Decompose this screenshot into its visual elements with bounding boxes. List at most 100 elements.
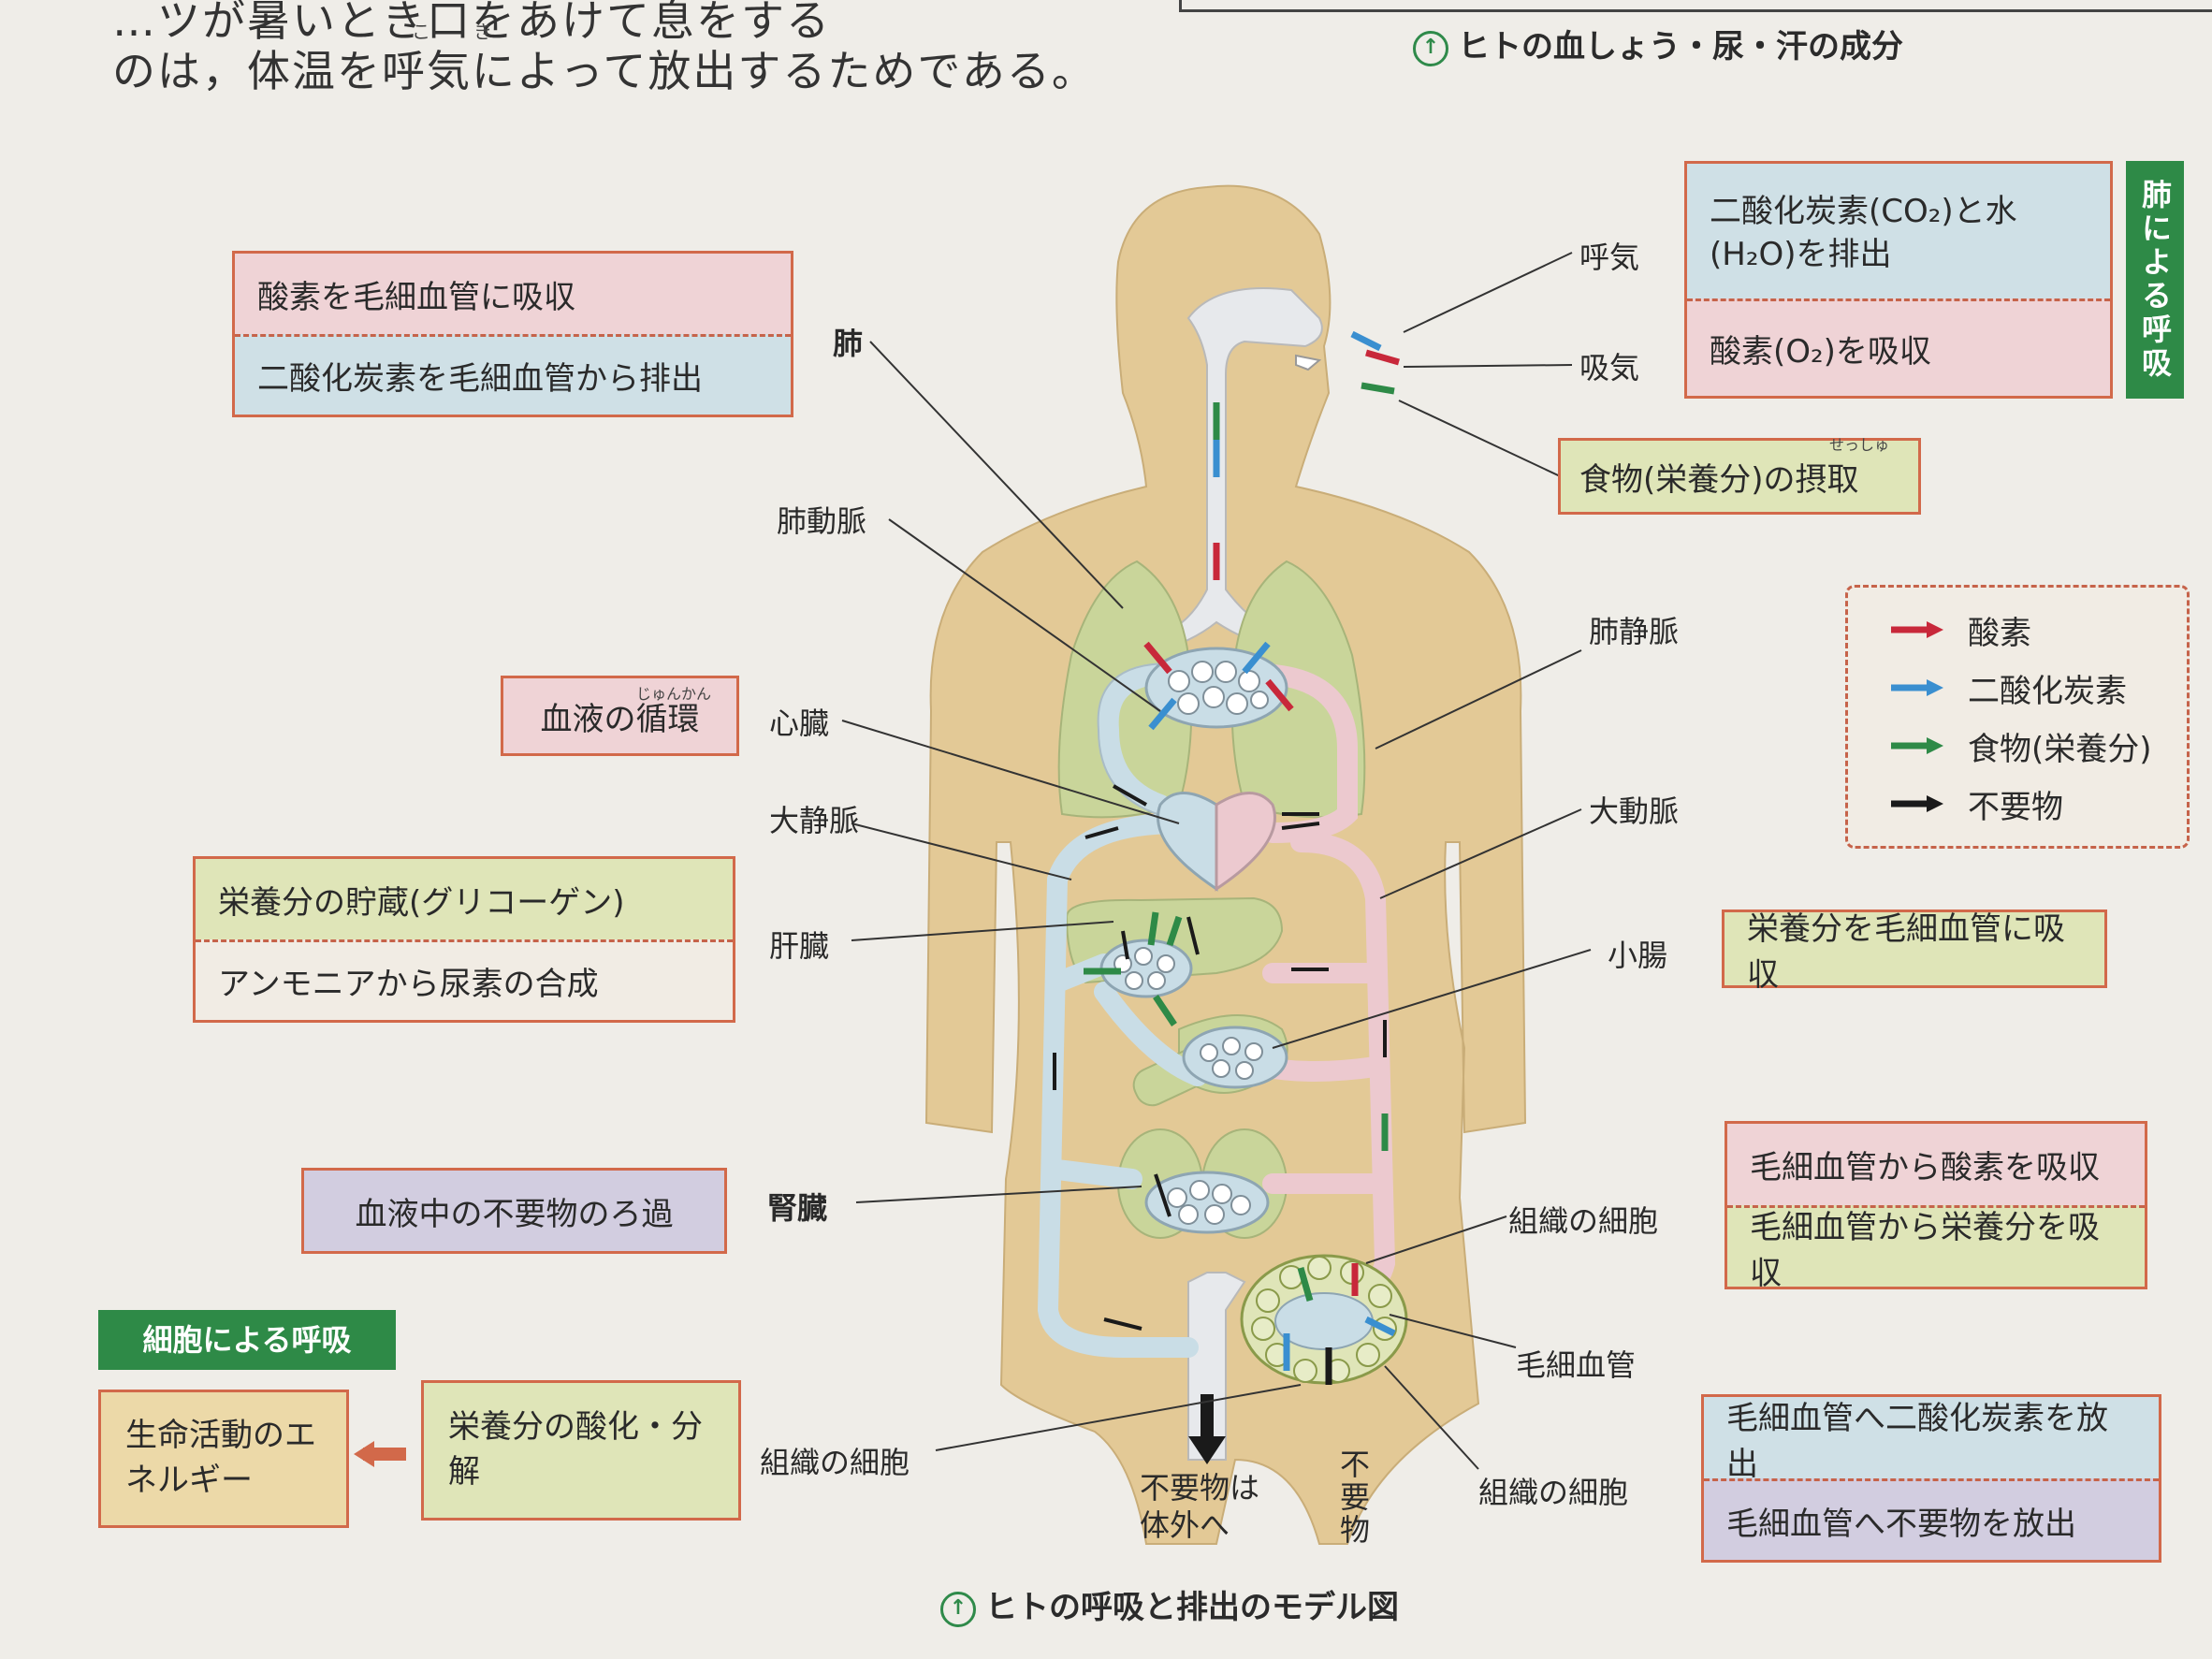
- oxidation-text: 栄養分の酸化・分解: [448, 1408, 703, 1491]
- lung-o2-row: 酸素を毛細血管に吸収: [235, 254, 791, 334]
- lung-function-box: 酸素を毛細血管に吸収 二酸化炭素を毛細血管から排出: [232, 251, 793, 417]
- black-arrows: [1053, 784, 1387, 1331]
- legend-label: 食物(栄養分): [1968, 730, 2152, 768]
- vein-outline: [1097, 662, 1171, 816]
- cell-respiration-tag: 細胞による呼吸: [98, 1310, 396, 1370]
- waste-label: 不要物: [1340, 1447, 1371, 1549]
- tissue-absorb-box: 毛細血管から酸素を吸収 毛細血管から栄養分を吸収: [1724, 1121, 2147, 1292]
- inhale-label: 吸気: [1579, 350, 1640, 386]
- header-line-1: …ツが暑いとき口をあけて息をする: [112, 0, 831, 46]
- tissue-cell-bottom-label: 組織の細胞: [1478, 1475, 1629, 1510]
- intestine-absorb-text: 栄養分を毛細血管に吸収: [1747, 910, 2065, 994]
- up-arrow-icon: ↑: [1413, 30, 1448, 66]
- intestine-capillary-bed: [1182, 1026, 1288, 1089]
- tissue-food-row: 毛細血管から栄養分を吸収: [1727, 1205, 2145, 1292]
- blood-flow-arrow-1: [1113, 784, 1147, 807]
- lung-label: 肺: [833, 326, 864, 361]
- circulation-ruby: じゅんかん: [636, 685, 712, 703]
- co2-lung-arrow-1: [1148, 697, 1177, 731]
- food-intake-arrow: [1361, 382, 1395, 395]
- waste-liver-arrow-2: [1186, 916, 1200, 955]
- lung-respiration-tag: 肺による呼吸: [2126, 161, 2184, 399]
- waste-liver-arrow: [1121, 930, 1129, 960]
- food-liver-up-arrow: [1147, 911, 1159, 946]
- tissue-release-box: 毛細血管へ二酸化炭素を放出 毛細血管へ不要物を放出: [1701, 1394, 2161, 1563]
- liver-function-box: 栄養分の貯蔵(グリコーゲン) アンモニアから尿素の合成: [193, 856, 735, 1023]
- co2-lung-arrow-2: [1242, 641, 1271, 675]
- bottom-caption: ↑ヒトの呼吸と排出のモデル図: [940, 1581, 1399, 1627]
- legend-item-co2: 二酸化炭素: [1889, 659, 2187, 717]
- circulation-box: 血液の循環: [501, 676, 739, 756]
- legend-item-waste: 不要物: [1889, 775, 2187, 833]
- ruby-ko: こ: [412, 21, 430, 43]
- blood-flow-arrow-8: [1103, 1317, 1142, 1331]
- lung-co2-row: 二酸化炭素を毛細血管から排出: [235, 334, 791, 415]
- waste-out-arrow: [1188, 1394, 1226, 1464]
- blood-flow-arrow-4: [1084, 826, 1119, 839]
- legend-item-oxygen: 酸素: [1889, 601, 2187, 659]
- food-ruby: せっしゅ: [1829, 436, 1890, 454]
- blood-flow-arrow-3: [1281, 822, 1320, 830]
- liver-label: 肝臓: [769, 928, 830, 964]
- energy-box: 生命活動のエネルギー: [98, 1390, 349, 1528]
- green-arrow-icon: [1891, 737, 1943, 754]
- red-arrow-icon: [1891, 621, 1943, 638]
- waste-out-label: 不要物は体外へ: [1140, 1470, 1260, 1543]
- tissue-cell-left-label: 組織の細胞: [760, 1445, 910, 1480]
- up-arrow-icon: ↑: [940, 1591, 976, 1627]
- legend: 酸素 二酸化炭素 食物(栄養分) 不要物: [1845, 585, 2190, 849]
- capillary-label: 毛細血管: [1516, 1347, 1637, 1383]
- tissue-capillary: [1274, 1292, 1374, 1350]
- tissue-waste-row: 毛細血管へ不要物を放出: [1704, 1478, 2159, 1560]
- alveoli: [1168, 661, 1269, 715]
- kidney-label: 腎臓: [767, 1190, 828, 1226]
- vena-cava-label: 大静脈: [769, 803, 860, 838]
- legend-label: 二酸化炭素: [1968, 672, 2127, 710]
- vein-vessels: [1037, 663, 1208, 1358]
- leader-lines: [841, 252, 1592, 1470]
- food-intestine-arrow: [1153, 995, 1177, 1026]
- black-arrow-icon: [1891, 795, 1943, 812]
- intestine-absorb-box: 栄養分を毛細血管に吸収: [1722, 910, 2107, 994]
- heart-right-side: [1157, 792, 1218, 892]
- legend-label: 酸素: [1968, 614, 2031, 652]
- co2-exhale-arrow: [1350, 330, 1382, 352]
- tissue-co2-row: 毛細血管へ二酸化炭素を放出: [1704, 1397, 2159, 1483]
- legend-item-food: 食物(栄養分): [1889, 717, 2187, 775]
- bottom-caption-text: ヒトの呼吸と排出のモデル図: [985, 1589, 1399, 1626]
- energy-text: 生命活動のエネルギー: [125, 1417, 316, 1499]
- tissue-cell-right-label: 組織の細胞: [1508, 1203, 1659, 1239]
- ruby-ki: き: [473, 21, 492, 43]
- kidney-cells: [1167, 1180, 1251, 1225]
- food-intake-box: 食物(栄養分)の摂取: [1558, 438, 1921, 515]
- o2-lung-arrow-1: [1143, 641, 1172, 675]
- inhale-row: 酸素(O₂)を吸収: [1687, 298, 2110, 396]
- tissue-o2-row: 毛細血管から酸素を吸収: [1727, 1124, 2145, 1205]
- kidney-capillary-bed: [1144, 1171, 1270, 1234]
- co2-tissue-arrow: [1364, 1316, 1396, 1337]
- lung-gas-box: 二酸化炭素(CO₂)と水(H₂O)を排出 酸素(O₂)を吸収: [1684, 161, 2113, 399]
- blue-arrow-icon: [1891, 679, 1943, 696]
- circulation-text: 血液の循環: [540, 700, 700, 738]
- o2-lung-arrow-2: [1265, 678, 1294, 712]
- food-tissue-arrow: [1297, 1267, 1314, 1302]
- aorta-label: 大動脈: [1589, 793, 1680, 829]
- intestine-cells: [1200, 1037, 1263, 1080]
- exhale-label: 呼気: [1579, 240, 1640, 275]
- liver-storage-row: 栄養分の貯蔵(グリコーゲン): [196, 859, 733, 939]
- energy-arrow-icon: [354, 1441, 374, 1467]
- o2-inhale-arrow: [1365, 349, 1400, 366]
- header-line-2: のは，体温を呼気によって放出するためである。: [112, 46, 1097, 96]
- liver-cells: [1113, 947, 1175, 990]
- food-liver-up-arrow-2: [1166, 915, 1183, 947]
- exhale-row: 二酸化炭素(CO₂)と水(H₂O)を排出: [1687, 164, 2110, 298]
- top-caption: ↑ヒトの血しょう・尿・汗の成分: [1413, 21, 1903, 66]
- table-edge: [1179, 0, 2212, 12]
- liver-urea-row: アンモニアから尿素の合成: [196, 939, 733, 1020]
- heart-left-side: [1215, 792, 1276, 892]
- small-intestine-label: 小腸: [1608, 938, 1668, 973]
- pulmonary-artery-label: 肺動脈: [777, 503, 867, 539]
- pulmonary-vein-label: 肺静脈: [1589, 614, 1680, 649]
- kidney-function-text: 血液中の不要物のろ過: [355, 1195, 674, 1233]
